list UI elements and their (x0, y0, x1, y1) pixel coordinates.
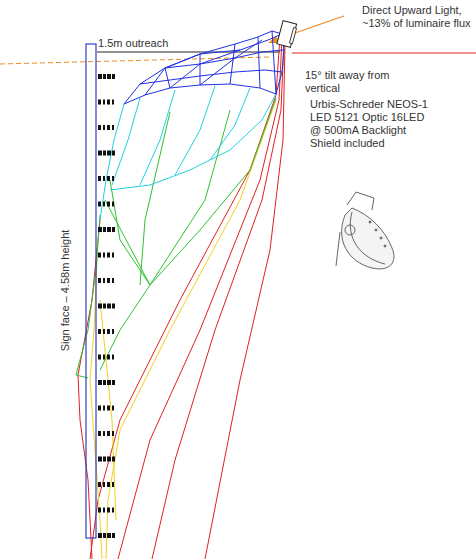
reference-line (0, 57, 270, 64)
value-mark (107, 329, 110, 334)
annotation-label: Direct Upward Light, ~13% of luminaire f… (362, 4, 472, 30)
product-note: Urbis-Schreder NEOS-1 LED 5121 Optic 16L… (310, 98, 428, 150)
value-mark (107, 508, 110, 513)
value-mark (103, 431, 105, 436)
value-mark (107, 533, 111, 538)
value-mark (112, 227, 115, 232)
value-mark (107, 100, 110, 105)
isolux-red (78, 36, 285, 559)
value-mark (103, 482, 105, 487)
value-mark (103, 74, 106, 79)
value-mark (98, 278, 101, 283)
value-mark (112, 431, 114, 436)
value-mark (112, 406, 114, 411)
value-mark (98, 125, 101, 130)
value-mark (103, 355, 105, 360)
value-mark (98, 431, 101, 436)
isolux-cyan (100, 86, 276, 220)
value-mark (98, 304, 102, 309)
value-mark (107, 457, 111, 462)
annotation-label: 15° tilt away from vertical (305, 69, 395, 95)
value-mark (112, 278, 114, 283)
value-mark (98, 253, 101, 258)
value-mark (98, 533, 102, 538)
value-mark (112, 100, 114, 105)
isolux-green (76, 98, 276, 378)
value-mark (112, 304, 115, 309)
sign-height-label: Sign face – 4.58m height (59, 229, 72, 351)
value-mark (103, 406, 105, 411)
luminaire (277, 21, 298, 48)
dimension-line (97, 52, 280, 53)
value-mark (107, 227, 111, 232)
value-mark (107, 151, 111, 156)
value-mark (107, 202, 110, 207)
value-mark (98, 151, 102, 156)
value-mark (112, 533, 115, 538)
value-mark (103, 278, 105, 283)
value-mark (107, 406, 110, 411)
value-mark (107, 74, 111, 79)
value-mark (98, 202, 101, 207)
value-mark (98, 457, 102, 462)
value-mark (98, 227, 102, 232)
value-mark (107, 482, 110, 487)
value-mark (103, 202, 105, 207)
value-mark (107, 304, 111, 309)
value-mark (112, 202, 114, 207)
value-mark (103, 329, 105, 334)
value-mark (112, 176, 114, 181)
value-mark (98, 508, 101, 513)
value-mark (107, 431, 110, 436)
value-mark (103, 151, 106, 156)
horizontal-line (292, 53, 476, 54)
value-mark (107, 380, 111, 385)
value-mark (103, 100, 105, 105)
value-mark (103, 457, 106, 462)
value-mark (103, 533, 106, 538)
value-mark (98, 355, 101, 360)
value-mark (107, 253, 110, 258)
value-mark (98, 74, 102, 79)
value-mark (112, 482, 114, 487)
value-mark (112, 380, 115, 385)
value-mark (98, 406, 101, 411)
value-mark (112, 329, 114, 334)
value-mark (107, 125, 110, 130)
value-mark (112, 253, 114, 258)
value-mark (103, 227, 106, 232)
value-mark (112, 355, 114, 360)
sign-face (86, 44, 96, 538)
value-mark (107, 176, 110, 181)
value-mark (112, 151, 115, 156)
value-mark (98, 100, 101, 105)
value-mark (98, 482, 101, 487)
value-mark (107, 355, 110, 360)
value-mark (98, 329, 101, 334)
value-mark (103, 508, 105, 513)
value-mark (103, 125, 105, 130)
luminaire-sketch (336, 192, 394, 269)
value-mark (103, 176, 105, 181)
value-mark (103, 304, 106, 309)
value-mark (112, 74, 115, 79)
value-mark (103, 253, 105, 258)
value-mark (98, 380, 102, 385)
value-mark (112, 457, 115, 462)
annotation-label: 1.5m outreach (98, 37, 168, 50)
measurement-marks (98, 74, 115, 538)
value-mark (112, 125, 114, 130)
value-mark (98, 176, 101, 181)
value-mark (112, 508, 114, 513)
value-mark (107, 278, 110, 283)
value-mark (103, 380, 106, 385)
